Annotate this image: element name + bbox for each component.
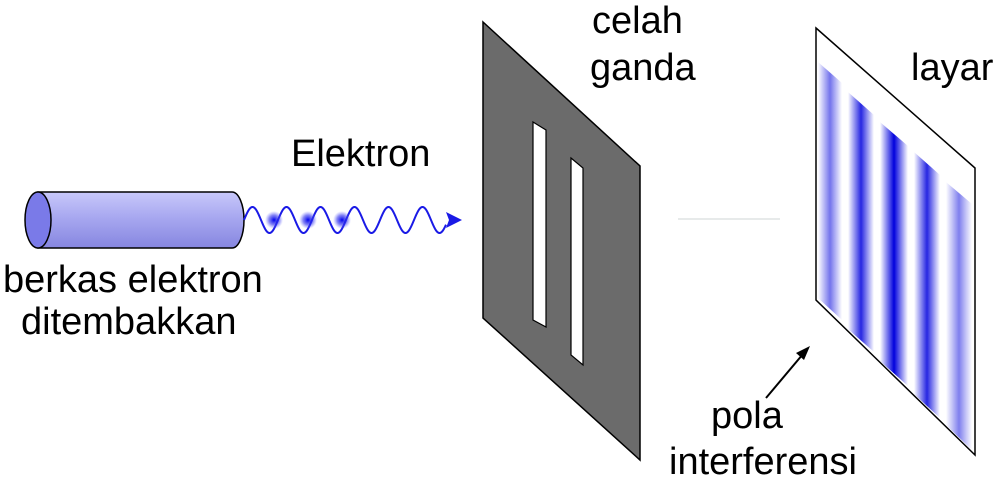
interference-pattern [818, 62, 972, 450]
label-slit-line2: ganda [590, 47, 697, 89]
electron-wave [243, 206, 462, 234]
label-screen: layar [911, 47, 994, 89]
fringe [946, 182, 972, 450]
detection-screen [815, 26, 976, 457]
fringe [818, 62, 842, 320]
label-slit-line1: celah [592, 0, 683, 42]
slit-lower [570, 156, 584, 367]
electron-gun [24, 191, 245, 249]
slit-upper [532, 120, 547, 329]
label-pattern-line1: pola [711, 395, 784, 437]
electron-dot [265, 211, 283, 229]
label-gun-line1: berkas elektron [3, 259, 263, 301]
label-gun-line2: ditembakkan [21, 301, 236, 343]
fringe [848, 92, 874, 352]
wave-arrowhead [446, 212, 462, 228]
label-pattern-line2: interferensi [669, 441, 857, 483]
electron-dot [333, 211, 351, 229]
fringe [914, 152, 940, 418]
electron-gun-aperture [24, 191, 52, 249]
pattern-pointer-arrow [765, 346, 810, 399]
fringe [880, 122, 908, 386]
double-slit-plate [482, 20, 641, 462]
label-electron: Elektron [291, 133, 430, 175]
electron-dot [299, 211, 317, 229]
